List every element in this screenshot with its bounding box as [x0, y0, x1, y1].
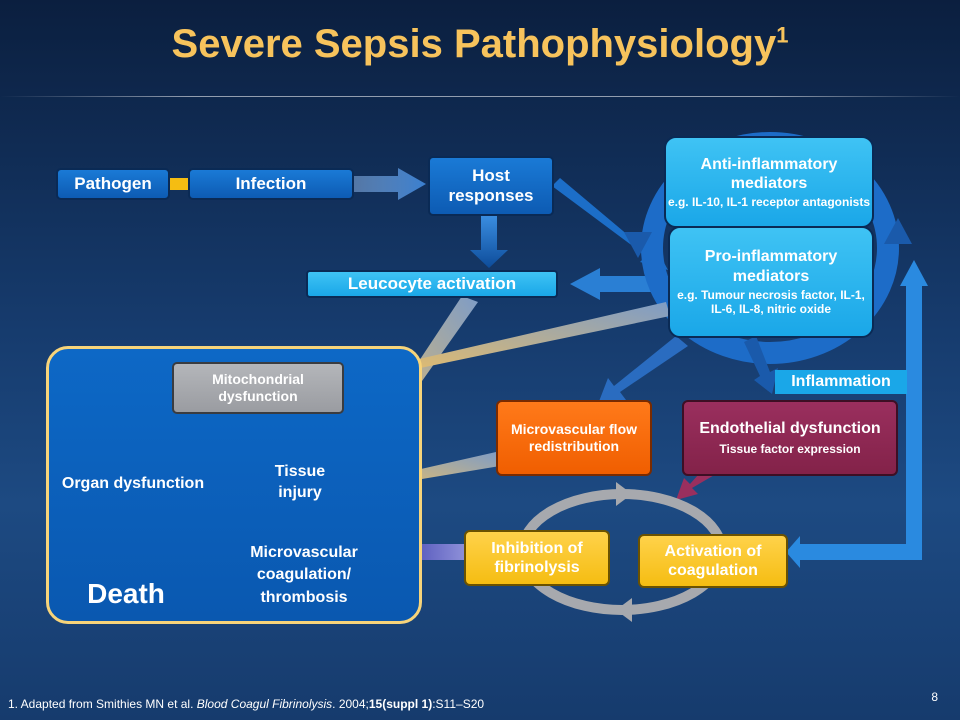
anti-inflammatory-box: Anti-inflammatory mediators e.g. IL-10, … [664, 136, 874, 228]
organ-dysfunction-label: Organ dysfunction [61, 475, 205, 492]
activation-coagulation-label: Activation of coagulation [664, 542, 762, 579]
microvascular-coagulation-label: Microvascular coagulation/ thrombosis [250, 544, 358, 606]
microvascular-flow-box: Microvascular flow redistribution [496, 400, 652, 476]
pathogen-label: Pathogen [74, 173, 152, 193]
pro-inflammatory-detail: e.g. Tumour necrosis factor, IL-1, IL-6,… [677, 287, 865, 317]
microvascular-flow-label: Microvascular flow redistribution [510, 421, 638, 454]
activation-coagulation-box: Activation of coagulation [638, 534, 788, 588]
pathogen-infection-connector [170, 178, 190, 190]
coag-cycle-arrowhead-top [616, 482, 632, 506]
endothelial-dysfunction-box: Endothelial dysfunction Tissue factor ex… [682, 400, 898, 476]
mediators-to-endothelial-arrow [744, 336, 778, 394]
pro-inflammatory-box: Pro-inflammatory mediators e.g. Tumour n… [668, 226, 874, 338]
coag-cycle-arrowhead-bottom [616, 598, 632, 622]
pathogen-box: Pathogen [56, 168, 170, 200]
leucocyte-activation-box: Leucocyte activation [306, 270, 558, 298]
death-label: Death [87, 578, 165, 609]
host-to-leucocyte-arrow [470, 216, 508, 268]
leucocyte-activation-label: Leucocyte activation [347, 273, 517, 293]
endothelial-dysfunction-detail: Tissue factor expression [719, 442, 861, 457]
inhibition-fibrinolysis-label: Inhibition of fibrinolysis [491, 539, 583, 576]
infection-to-host-arrow [354, 168, 426, 200]
host-responses-label: Host responses [448, 165, 534, 205]
footnote-journal: Blood Coagul Fibrinolysis [196, 697, 333, 711]
mitochondrial-dysfunction-box: Mitochondrial dysfunction [172, 362, 344, 414]
footnote-year: . 2004; [332, 697, 369, 711]
right-loop-to-coagulation-arrow [786, 536, 922, 568]
infection-box: Infection [188, 168, 354, 200]
page-title: Severe Sepsis Pathophysiology1 [0, 22, 960, 67]
inflammation-label: Inflammation [775, 370, 907, 394]
right-loop-vertical [906, 282, 922, 552]
tissue-injury-label: Tissue injury [274, 463, 326, 501]
mitochondrial-dysfunction-label: Mitochondrial dysfunction [212, 371, 304, 404]
infection-label: Infection [235, 173, 307, 193]
mediators-to-mitochondrial-arrow [346, 302, 670, 386]
endothelial-dysfunction-title: Endothelial dysfunction [699, 420, 881, 438]
mediators-to-leucocyte-arrow [570, 268, 668, 300]
inhibition-fibrinolysis-box: Inhibition of fibrinolysis [464, 530, 610, 586]
cycle-arrowhead-right [884, 218, 912, 244]
title-text: Severe Sepsis Pathophysiology [171, 22, 777, 66]
host-responses-box: Host responses [428, 156, 554, 216]
reference-footnote: 1. Adapted from Smithies MN et al. Blood… [8, 697, 484, 711]
anti-inflammatory-title: Anti-inflammatory mediators [700, 155, 838, 192]
anti-inflammatory-detail: e.g. IL-10, IL-1 receptor antagonists [667, 194, 871, 209]
mediators-to-flow-arrow [598, 336, 688, 404]
pro-inflammatory-title: Pro-inflammatory mediators [704, 248, 838, 285]
right-loop-arrowhead-up [900, 260, 928, 286]
title-divider [0, 96, 960, 97]
page-number: 8 [931, 690, 938, 704]
footnote-prefix: 1. Adapted from Smithies MN et al. [8, 697, 197, 711]
footnote-volume: 15(suppl 1) [368, 697, 433, 711]
footnote-pages: :S11–S20 [432, 697, 485, 711]
cycle-arrowhead-left [624, 232, 652, 258]
title-citation: 1 [776, 22, 789, 48]
